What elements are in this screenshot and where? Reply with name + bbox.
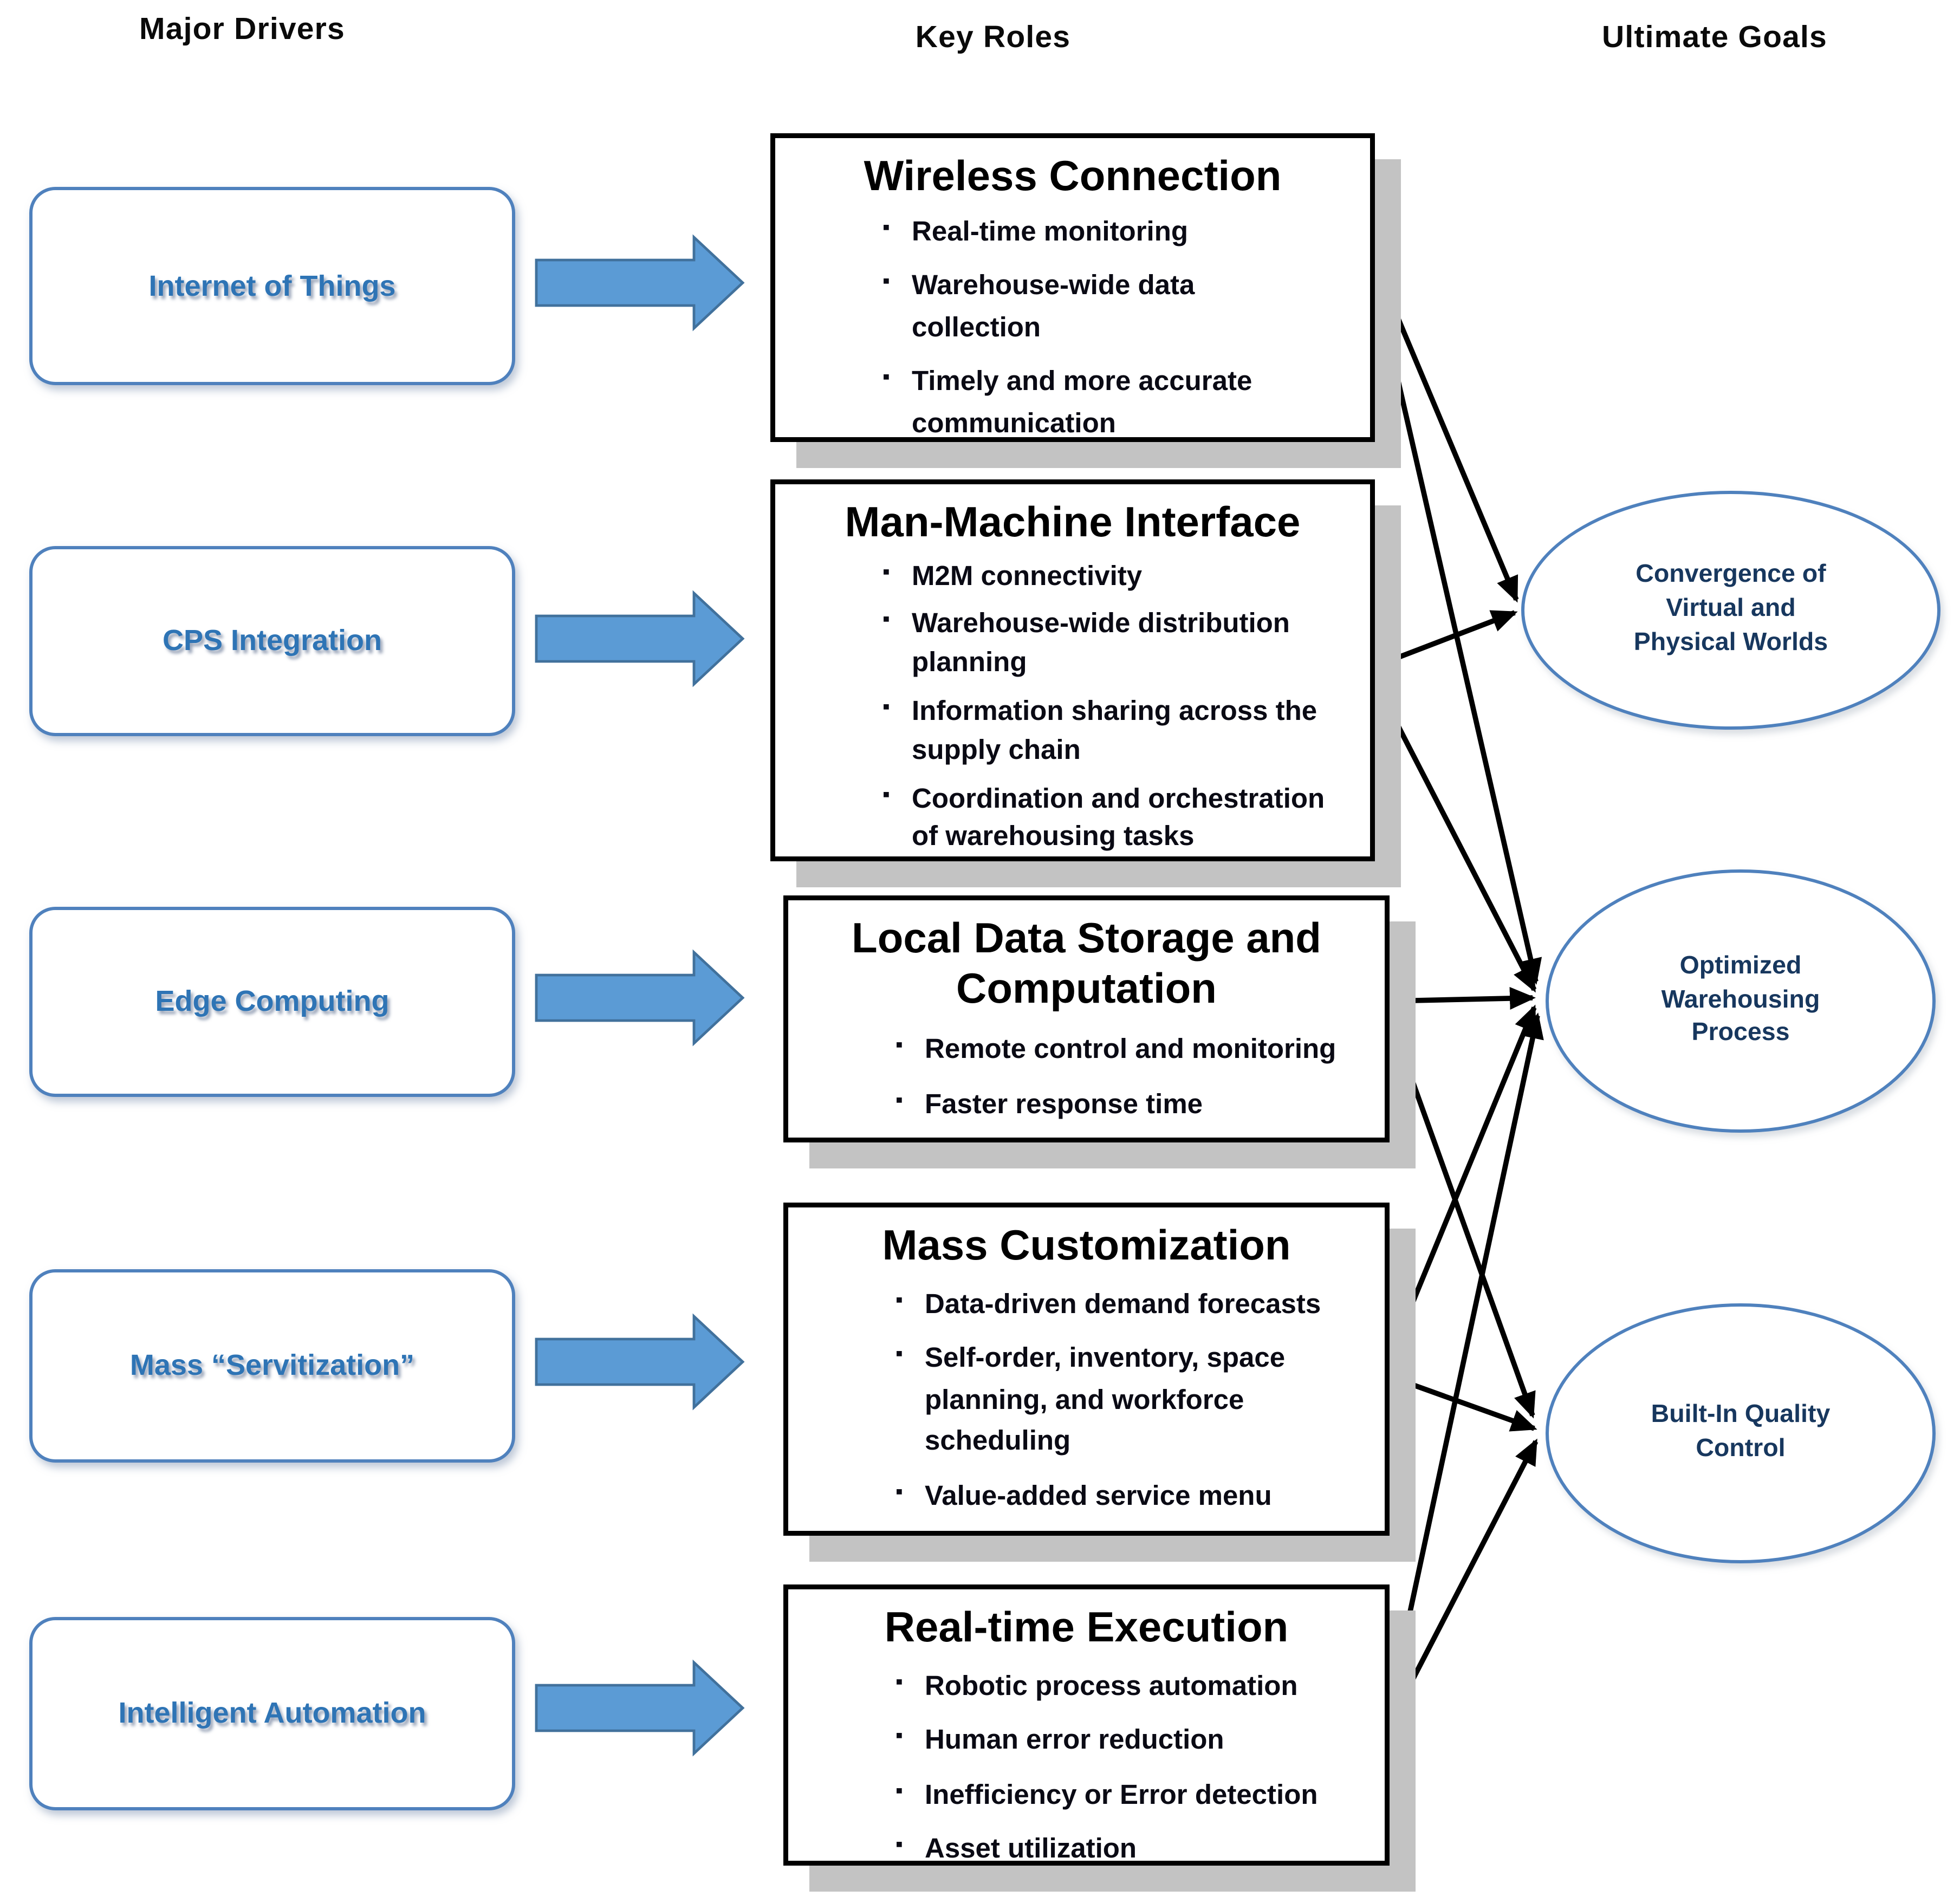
role-bullet-list: Data-driven demand forecasts Self-order,… xyxy=(798,1283,1375,1517)
arrow-storage-to-builtin xyxy=(1387,1016,1536,1419)
role-bullet: Self-order, inventory, space planning, a… xyxy=(892,1338,1372,1463)
arrow-realtime-to-builtin xyxy=(1387,1438,1539,1726)
role-bullet: Value-added service menu xyxy=(892,1475,1372,1517)
role-bullet: Timely and more accurate communication xyxy=(879,361,1357,444)
role-mass-customization: Mass Customization Data-driven demand fo… xyxy=(783,1203,1390,1536)
role-bullet: Information sharing across the supply ch… xyxy=(879,692,1357,770)
role-bullet: Data-driven demand forecasts xyxy=(892,1283,1372,1325)
role-bullet: Remote control and monitoring xyxy=(892,1029,1372,1071)
column-header-ultimate-goals: Ultimate Goals xyxy=(1602,21,1827,55)
arrow-masscust-to-optimized xyxy=(1387,1004,1537,1360)
driver-arrow-5 xyxy=(535,1659,745,1757)
driver-arrow-4 xyxy=(535,1313,745,1411)
goal-label: Convergence of Virtual and Physical Worl… xyxy=(1633,561,1828,657)
goal-label: Built-In Quality Control xyxy=(1651,1401,1831,1463)
role-title: Man-Machine Interface xyxy=(845,497,1301,546)
role-bullet: Coordination and orchestration of wareho… xyxy=(879,780,1357,857)
role-bullet-list: Robotic process automation Human error r… xyxy=(798,1665,1375,1870)
driver-arrow-1 xyxy=(535,234,745,332)
role-wireless-connection: Wireless Connection Real-time monitoring… xyxy=(770,133,1375,442)
role-bullet-list: Remote control and monitoring Faster res… xyxy=(798,1029,1375,1125)
arrow-mmi-to-convergence xyxy=(1374,610,1518,669)
role-goal-arrows xyxy=(1372,262,1544,1726)
driver-label: Mass “Servitization” xyxy=(129,1349,415,1381)
column-header-major-drivers: Major Drivers xyxy=(139,13,345,47)
driver-cps-integration: CPS Integration xyxy=(29,546,515,736)
role-title: Real-time Execution xyxy=(884,1602,1289,1651)
role-bullet: Faster response time xyxy=(892,1084,1372,1126)
driver-label: Intelligent Automation xyxy=(118,1697,426,1729)
role-bullet-list: Real-time monitoring Warehouse-wide data… xyxy=(785,211,1360,444)
role-local-data-storage: Local Data Storage and Computation Remot… xyxy=(783,895,1390,1142)
role-bullet: Inefficiency or Error detection xyxy=(892,1774,1372,1816)
driver-arrow-2 xyxy=(535,590,745,687)
role-bullet: Human error reduction xyxy=(892,1720,1372,1762)
role-real-time-execution: Real-time Execution Robotic process auto… xyxy=(783,1584,1390,1866)
arrow-masscust-to-builtin xyxy=(1388,1374,1537,1432)
role-man-machine-interface: Man-Machine Interface M2M connectivity W… xyxy=(770,479,1375,861)
arrow-mmi-to-optimized xyxy=(1372,679,1537,993)
role-bullet: Warehouse-wide distribution planning xyxy=(879,605,1357,683)
driver-internet-of-things: Internet of Things xyxy=(29,187,515,385)
arrow-realtime-to-optimized xyxy=(1387,1012,1544,1709)
role-bullet: M2M connectivity xyxy=(879,557,1357,595)
role-title: Wireless Connection xyxy=(864,151,1282,200)
goal-convergence: Convergence of Virtual and Physical Worl… xyxy=(1521,491,1940,730)
goal-built-in-quality: Built-In Quality Control xyxy=(1546,1303,1936,1563)
role-title: Local Data Storage and Computation xyxy=(852,913,1321,1012)
driver-edge-computing: Edge Computing xyxy=(29,907,515,1097)
role-bullet: Robotic process automation xyxy=(892,1665,1372,1707)
arrow-wireless-to-optimized xyxy=(1372,278,1542,985)
goal-label: Optimized Warehousing Process xyxy=(1661,951,1820,1048)
driver-label: Internet of Things xyxy=(148,269,396,302)
goal-optimized-warehousing: Optimized Warehousing Process xyxy=(1546,869,1936,1133)
driver-label: CPS Integration xyxy=(162,624,382,657)
driver-label: Edge Computing xyxy=(155,985,390,1017)
driver-arrows xyxy=(535,234,745,1757)
arrow-storage-to-optimized xyxy=(1389,986,1536,1010)
role-bullet: Real-time monitoring xyxy=(879,211,1357,252)
role-bullet-list: M2M connectivity Warehouse-wide distribu… xyxy=(785,557,1360,857)
driver-arrow-3 xyxy=(535,949,745,1047)
role-title: Mass Customization xyxy=(882,1220,1291,1269)
driver-mass-servitization: Mass “Servitization” xyxy=(29,1269,515,1463)
role-bullet: Asset utilization xyxy=(892,1829,1372,1870)
column-header-key-roles: Key Roles xyxy=(915,21,1071,55)
driver-intelligent-automation: Intelligent Automation xyxy=(29,1617,515,1810)
role-bullet: Warehouse-wide data collection xyxy=(879,265,1357,348)
arrow-wireless-to-convergence xyxy=(1372,262,1519,603)
